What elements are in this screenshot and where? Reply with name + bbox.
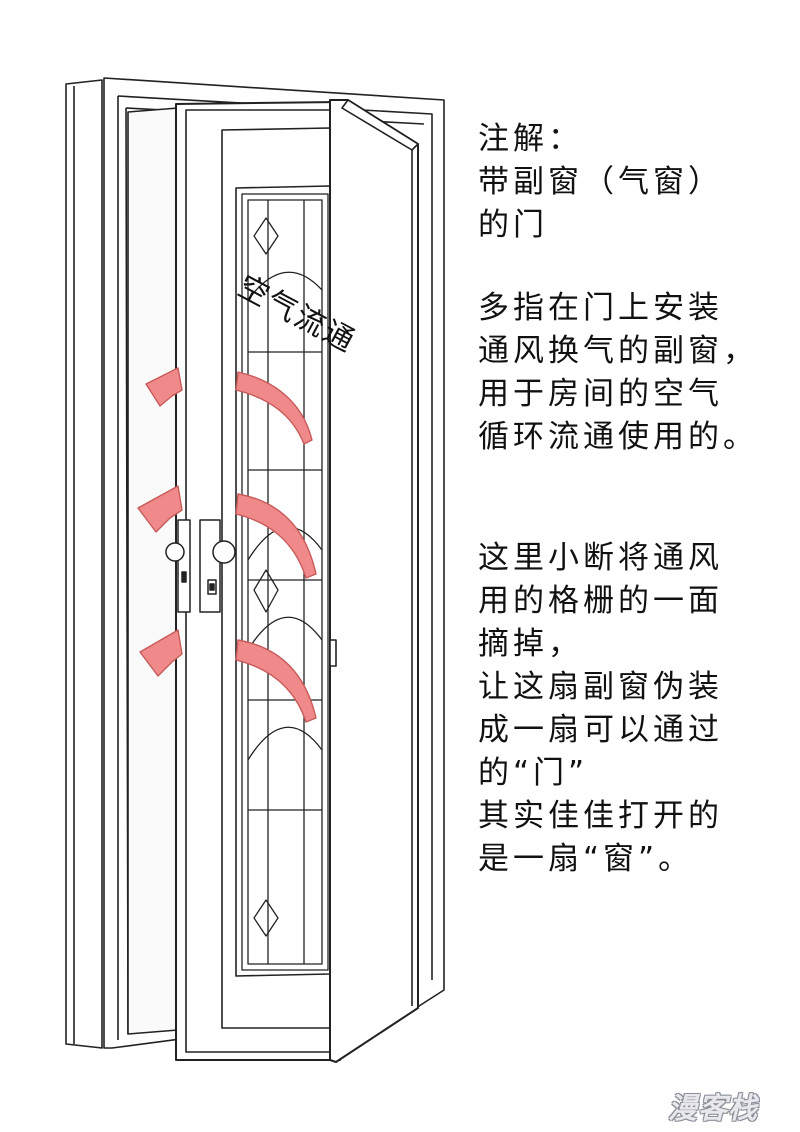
annotation-heading: 注解： — [478, 121, 583, 157]
annotation-paragraph-2: 这里小断将通风 用的格栅的一面 摘掉， 让这扇副窗伪装 成一扇可以通过 的“门”… — [478, 540, 723, 877]
arrow-curve-bottom — [235, 639, 317, 723]
annotation-subject: 带副窗（气窗） 的门 — [478, 164, 723, 243]
watermark-logo: 漫客栈 — [668, 1091, 759, 1125]
arrow-left-top — [145, 367, 183, 407]
arrow-curve-top — [235, 371, 313, 445]
arrow-left-mid — [137, 485, 183, 533]
annotation-notes: 注解： 带副窗（气窗） 的门 多指在门上安装 通风换气的副窗， 用于房间的空气 … — [478, 118, 793, 881]
door-handle-set — [165, 519, 236, 613]
open-door-panel — [329, 99, 419, 1063]
arrow-left-bottom — [139, 629, 183, 677]
arrow-curve-mid — [235, 493, 317, 579]
airflow-arrows — [137, 367, 317, 723]
annotation-paragraph-1: 多指在门上安装 通风换气的副窗， 用于房间的空气 循环流通使用的。 — [478, 290, 758, 455]
frame-left-jamb — [65, 79, 103, 1049]
grille-window — [241, 193, 329, 971]
